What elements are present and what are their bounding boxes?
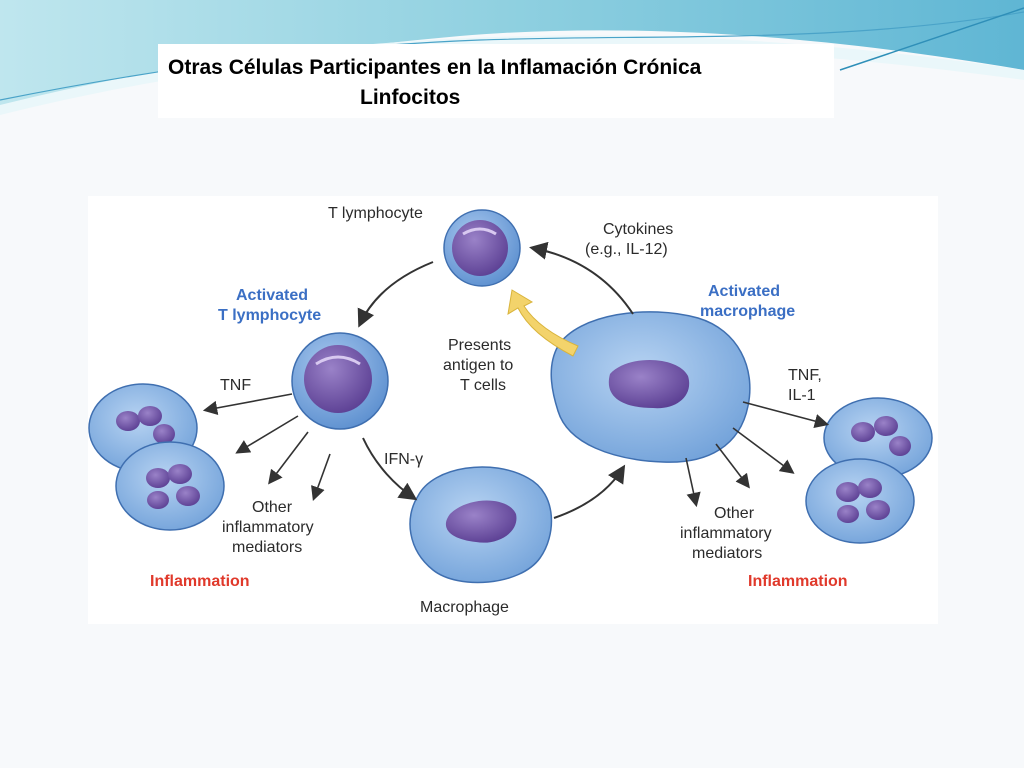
top-swoosh-band [0, 0, 1024, 112]
activated-t-lymphocyte-cell [291, 332, 389, 430]
arrow-t-to-activated-t [357, 261, 434, 328]
label-activated-macrophage-2: macrophage [700, 303, 795, 320]
slide-title: Otras Células Participantes en la Inflam… [168, 56, 702, 79]
arrow-macrophage-to-t [529, 241, 634, 315]
label-macrophage: Macrophage [420, 599, 509, 616]
label-other-left-3: mediators [232, 539, 302, 556]
label-presents-3: T cells [460, 377, 506, 394]
label-other-right-1: Other [714, 505, 755, 522]
arrow-mediator-left-3 [311, 453, 331, 502]
activated-macrophage-cell [550, 311, 751, 463]
neutrophil-left-2 [115, 441, 225, 531]
label-t-lymphocyte: T lymphocyte [328, 205, 423, 222]
label-cytokines: Cytokines [603, 221, 673, 238]
arrow-mediator-right-3 [685, 457, 701, 508]
antigen-presentation-arrow [507, 289, 579, 357]
arrow-tnf-left [202, 393, 293, 416]
arrow-tnf-right [742, 401, 830, 429]
label-inflammation-left: Inflammation [150, 573, 250, 590]
arrow-ifn-to-macrophage [362, 437, 418, 501]
label-presents-2: antigen to [443, 357, 513, 374]
arrow-mediator-right-2 [715, 443, 750, 489]
arrow-mediator-left-2 [268, 431, 309, 485]
t-lymphocyte-cell [443, 209, 521, 287]
label-tnf-right-2: IL-1 [788, 387, 816, 404]
slide-subtitle: Linfocitos [360, 86, 461, 109]
label-tnf-left: TNF [220, 377, 251, 394]
slide-title-box: Otras Células Participantes en la Inflam… [158, 44, 834, 118]
label-inflammation-right: Inflammation [748, 573, 848, 590]
lymphocyte-macrophage-diagram: T lymphocyte Cytokines (e.g., IL-12) Act… [88, 196, 938, 624]
arrow-mediator-right-1 [732, 427, 795, 474]
label-presents-1: Presents [448, 337, 511, 354]
top-swoosh-line-2 [839, 7, 1024, 71]
label-activated-t-2: T lymphocyte [218, 307, 321, 324]
neutrophil-right-2 [805, 458, 915, 544]
arrow-macrophage-to-activated [553, 464, 626, 519]
label-other-left-1: Other [252, 499, 293, 516]
label-other-right-3: mediators [692, 545, 762, 562]
label-cytokines-example: (e.g., IL-12) [585, 241, 668, 258]
label-other-left-2: inflammatory [222, 519, 314, 536]
diagram-canvas: T lymphocyte Cytokines (e.g., IL-12) Act… [88, 205, 933, 616]
macrophage-cell [409, 466, 553, 584]
label-activated-t-1: Activated [236, 287, 308, 304]
neutrophil-right-1 [823, 397, 933, 479]
label-activated-macrophage-1: Activated [708, 283, 780, 300]
label-tnf-right-1: TNF, [788, 367, 822, 384]
top-swoosh-line [0, 11, 1024, 101]
label-other-right-2: inflammatory [680, 525, 772, 542]
label-ifn-gamma: IFN-γ [384, 451, 423, 468]
arrow-mediator-left-1 [235, 415, 299, 454]
